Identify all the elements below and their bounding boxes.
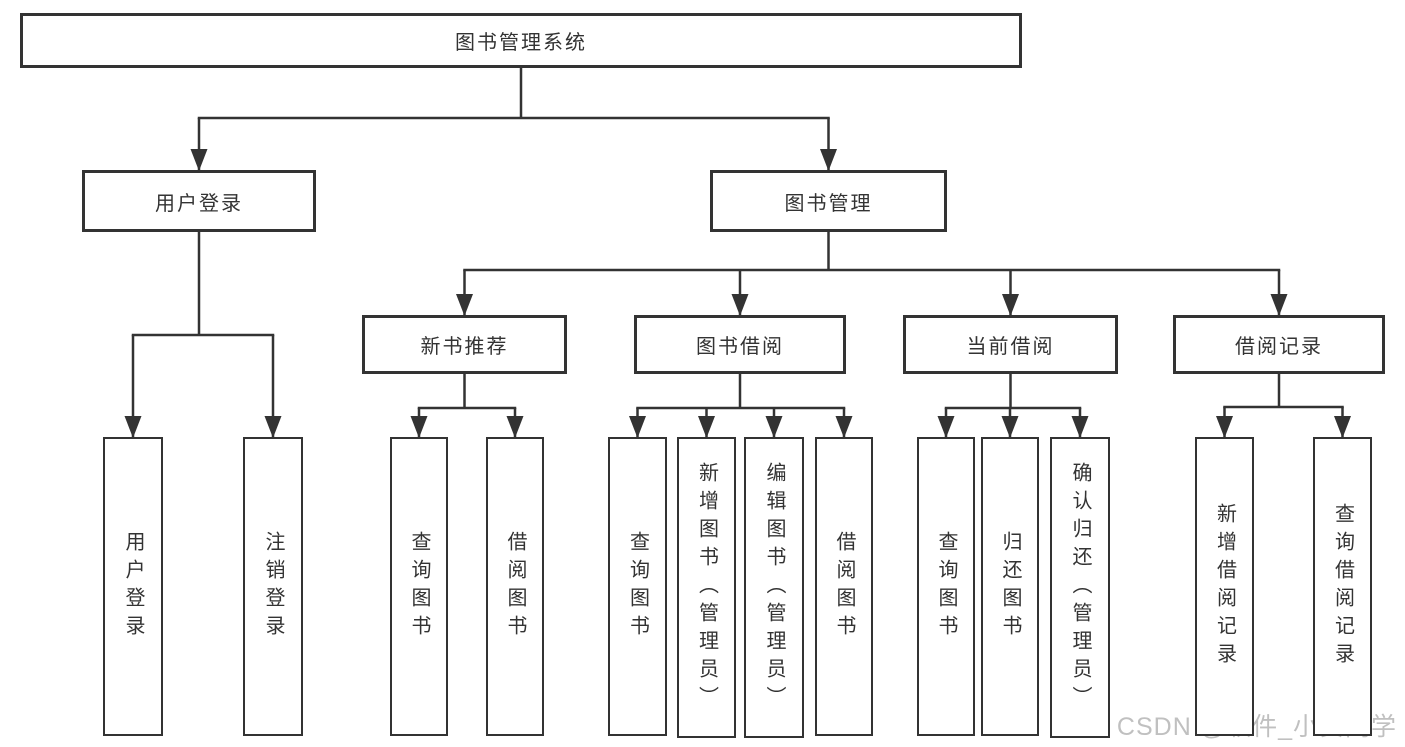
node-user-login: 用户登录 [82, 170, 316, 232]
node-root: 图书管理系统 [20, 13, 1022, 68]
node-leaf-confirm-return: 确认归还（管理员） [1050, 437, 1110, 738]
node-leaf-query-book-1: 查询图书 [390, 437, 448, 736]
node-leaf-borrow-book-2: 借阅图书 [815, 437, 873, 736]
arrow-down-icon [1071, 416, 1089, 438]
node-leaf-query-book-2: 查询图书 [608, 437, 667, 736]
node-leaf-return-book: 归还图书 [981, 437, 1039, 736]
arrow-down-icon [629, 416, 646, 438]
node-book-mgmt: 图书管理 [710, 170, 947, 232]
arrow-down-icon [820, 149, 837, 171]
arrow-down-icon [410, 416, 428, 438]
arrow-down-icon [1270, 294, 1288, 316]
node-leaf-user-login: 用户登录 [103, 437, 163, 736]
arrow-down-icon [835, 416, 853, 438]
arrow-down-icon [1334, 416, 1351, 438]
node-new-book-rec: 新书推荐 [362, 315, 567, 374]
arrow-down-icon [456, 294, 473, 316]
arrow-down-icon [190, 149, 208, 171]
node-leaf-borrow-book-1: 借阅图书 [486, 437, 544, 736]
node-leaf-query-record: 查询借阅记录 [1313, 437, 1372, 736]
arrow-down-icon [765, 416, 783, 438]
node-leaf-add-record: 新增借阅记录 [1195, 437, 1254, 736]
arrow-down-icon [731, 294, 749, 316]
node-current-borrow: 当前借阅 [903, 315, 1118, 374]
node-book-borrow: 图书借阅 [634, 315, 846, 374]
arrow-down-icon [1216, 416, 1233, 438]
arrow-down-icon [1002, 294, 1019, 316]
node-leaf-query-book-3: 查询图书 [917, 437, 975, 736]
arrow-down-icon [264, 416, 282, 438]
node-leaf-edit-book: 编辑图书（管理员） [744, 437, 804, 738]
node-leaf-add-book: 新增图书（管理员） [677, 437, 736, 738]
arrow-down-icon [1001, 416, 1019, 438]
node-leaf-logout: 注销登录 [243, 437, 303, 736]
arrow-down-icon [937, 416, 955, 438]
arrow-down-icon [506, 416, 524, 438]
arrow-down-icon [698, 416, 715, 438]
node-borrow-records: 借阅记录 [1173, 315, 1385, 374]
arrow-down-icon [124, 416, 142, 438]
